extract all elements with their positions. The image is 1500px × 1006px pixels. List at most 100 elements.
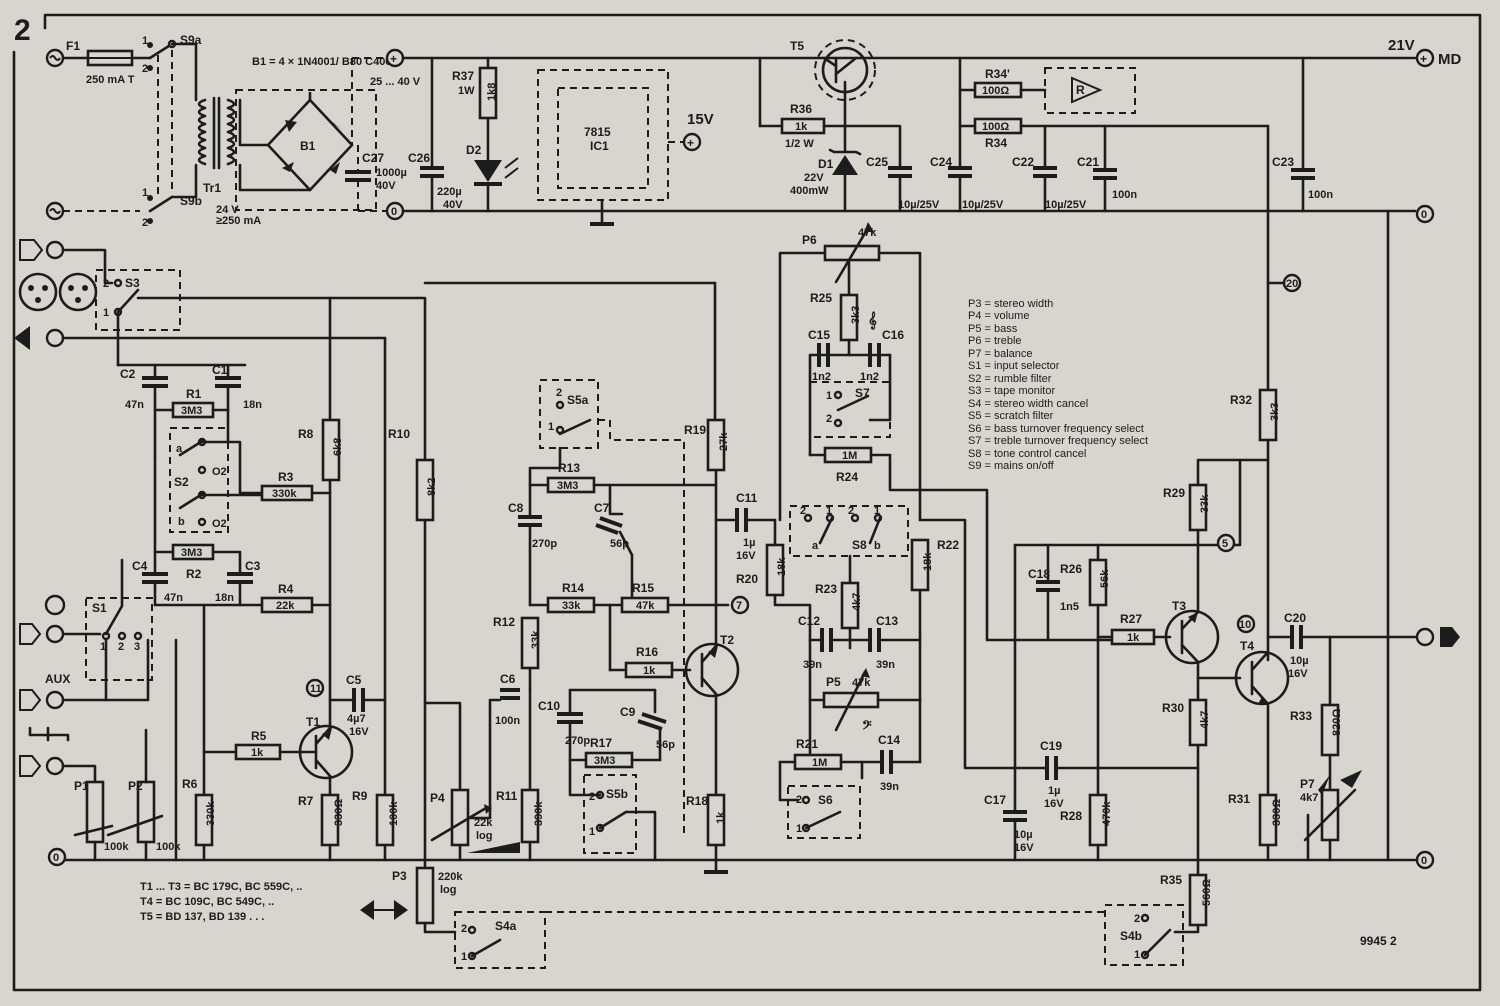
tone-control-section: 18k R20 P6 47k 3k3 R25 𝄞 C15 1n2 C16 1n2… bbox=[736, 222, 1112, 839]
svg-text:S7 = treble turnover frequency: S7 = treble turnover frequency select bbox=[968, 435, 1148, 447]
svg-text:220k: 220k bbox=[438, 871, 463, 883]
svg-text:P4 = volume: P4 = volume bbox=[968, 310, 1029, 322]
transformer-secondary bbox=[226, 98, 236, 166]
tape-out-arrow bbox=[14, 326, 30, 350]
svg-text:T3: T3 bbox=[1172, 599, 1186, 613]
svg-text:P3: P3 bbox=[392, 869, 407, 883]
svg-text:1: 1 bbox=[874, 505, 880, 517]
svg-text:39n: 39n bbox=[876, 659, 895, 671]
svg-text:O2: O2 bbox=[212, 466, 227, 478]
svg-text:R4: R4 bbox=[278, 582, 294, 596]
svg-text:C24: C24 bbox=[930, 155, 952, 169]
svg-text:1k: 1k bbox=[1127, 632, 1140, 644]
svg-text:5: 5 bbox=[1222, 538, 1228, 550]
svg-text:C17: C17 bbox=[984, 793, 1006, 807]
svg-text:R22: R22 bbox=[937, 538, 959, 552]
svg-text:R20: R20 bbox=[736, 572, 758, 586]
svg-text:18n: 18n bbox=[215, 592, 234, 604]
svg-text:560Ω: 560Ω bbox=[1201, 879, 1213, 906]
switch-s7 bbox=[809, 381, 891, 438]
svg-text:400mW: 400mW bbox=[790, 185, 829, 197]
potentiometer-p3 bbox=[415, 866, 435, 925]
svg-text:7: 7 bbox=[736, 600, 742, 612]
svg-text:𝄢: 𝄢 bbox=[862, 719, 872, 736]
svg-text:330k: 330k bbox=[272, 488, 297, 500]
svg-text:D2: D2 bbox=[466, 143, 482, 157]
svg-text:R37: R37 bbox=[452, 69, 474, 83]
svg-text:C4: C4 bbox=[132, 559, 148, 573]
svg-text:S4b: S4b bbox=[1120, 929, 1142, 943]
svg-text:39n: 39n bbox=[880, 781, 899, 793]
svg-text:+: + bbox=[687, 136, 694, 150]
switch-s5a bbox=[539, 379, 599, 449]
svg-text:R6: R6 bbox=[182, 777, 198, 791]
scratch-filter-section: 2 1 S5a 3M3 R13 C8 270p C7 56p 33k R14 4… bbox=[423, 281, 777, 874]
terminal-output bbox=[1415, 627, 1435, 647]
svg-text:27k: 27k bbox=[718, 432, 730, 451]
svg-text:S6 = bass turnover frequency s: S6 = bass turnover frequency select bbox=[968, 423, 1144, 435]
tape-in-arrow bbox=[19, 239, 44, 261]
svg-text:F1: F1 bbox=[66, 39, 80, 53]
svg-text:R35: R35 bbox=[1160, 873, 1182, 887]
svg-text:3k3: 3k3 bbox=[850, 306, 862, 324]
svg-text:2: 2 bbox=[1134, 913, 1140, 925]
svg-text:R8: R8 bbox=[298, 427, 314, 441]
svg-text:1µ: 1µ bbox=[1048, 785, 1060, 797]
svg-text:C10: C10 bbox=[538, 699, 560, 713]
svg-text:33k: 33k bbox=[562, 600, 581, 612]
svg-text:C13: C13 bbox=[876, 614, 898, 628]
svg-text:1: 1 bbox=[1134, 949, 1140, 961]
svg-text:+: + bbox=[1420, 52, 1427, 66]
svg-text:16V: 16V bbox=[1044, 798, 1064, 810]
svg-text:S5 = scratch filter: S5 = scratch filter bbox=[968, 410, 1054, 422]
svg-text:7815: 7815 bbox=[584, 125, 611, 139]
svg-text:21V: 21V bbox=[1388, 37, 1415, 54]
svg-text:MD: MD bbox=[1438, 51, 1461, 68]
potentiometer-p1 bbox=[85, 780, 105, 844]
svg-text:820Ω: 820Ω bbox=[1331, 709, 1343, 736]
svg-text:R28: R28 bbox=[1060, 809, 1082, 823]
zener-d1 bbox=[832, 155, 858, 175]
volume-width-section: P3 220k log 2 1 S4a P4 22k log C6 100n 3… bbox=[360, 672, 1105, 969]
svg-text:18k: 18k bbox=[922, 552, 934, 571]
svg-text:R26: R26 bbox=[1060, 562, 1082, 576]
svg-text:T1: T1 bbox=[306, 715, 320, 729]
svg-text:T4 = BC 109C, BC 549C, ..: T4 = BC 109C, BC 549C, .. bbox=[140, 896, 274, 908]
din-socket-right bbox=[58, 272, 98, 312]
svg-text:16V: 16V bbox=[349, 726, 369, 738]
svg-text:100k: 100k bbox=[388, 801, 400, 826]
svg-text:C2: C2 bbox=[120, 367, 136, 381]
svg-text:1: 1 bbox=[589, 826, 595, 838]
svg-text:P3 = stereo width: P3 = stereo width bbox=[968, 298, 1053, 310]
svg-text:AUX: AUX bbox=[45, 672, 70, 686]
svg-text:R32: R32 bbox=[1230, 393, 1252, 407]
svg-text:56p: 56p bbox=[656, 739, 675, 751]
svg-text:100k: 100k bbox=[156, 841, 181, 853]
svg-text:R9: R9 bbox=[352, 789, 368, 803]
svg-text:R13: R13 bbox=[558, 461, 580, 475]
svg-text:P7: P7 bbox=[1300, 777, 1315, 791]
svg-text:1n2: 1n2 bbox=[860, 371, 879, 383]
svg-text:R30: R30 bbox=[1162, 701, 1184, 715]
svg-text:≥250 mA: ≥250 mA bbox=[216, 215, 261, 227]
svg-text:100Ω: 100Ω bbox=[982, 85, 1009, 97]
svg-text:10: 10 bbox=[1239, 619, 1251, 631]
svg-text:R18: R18 bbox=[686, 794, 708, 808]
svg-text:C7: C7 bbox=[594, 501, 610, 515]
svg-text:1/2 W: 1/2 W bbox=[785, 138, 814, 150]
svg-text:P1: P1 bbox=[74, 779, 89, 793]
svg-text:R17: R17 bbox=[590, 736, 612, 750]
svg-text:a: a bbox=[176, 443, 183, 455]
svg-text:C5: C5 bbox=[346, 673, 362, 687]
svg-text:C18: C18 bbox=[1028, 567, 1050, 581]
svg-text:16V: 16V bbox=[1288, 668, 1308, 680]
svg-text:3: 3 bbox=[134, 641, 140, 653]
svg-text:1: 1 bbox=[142, 187, 148, 199]
svg-text:C27: C27 bbox=[362, 151, 384, 165]
svg-text:IC1: IC1 bbox=[590, 139, 609, 153]
svg-text:3M3: 3M3 bbox=[594, 755, 615, 767]
svg-text:15V: 15V bbox=[687, 111, 714, 128]
svg-text:40V: 40V bbox=[443, 199, 463, 211]
svg-text:40V: 40V bbox=[376, 180, 396, 192]
svg-text:1k: 1k bbox=[795, 121, 808, 133]
